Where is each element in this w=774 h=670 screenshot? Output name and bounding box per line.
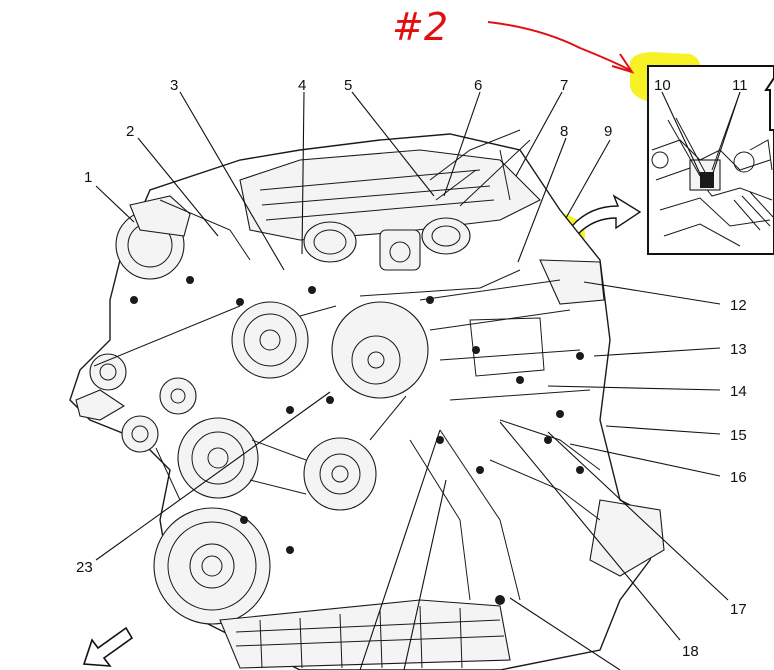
leader-lines xyxy=(95,91,741,670)
callout-label-4: 4 xyxy=(298,77,306,94)
callout-label-7: 7 xyxy=(560,77,568,94)
inset-detail xyxy=(647,65,774,255)
callout-label-10: 10 xyxy=(654,77,671,94)
annotation-group: #2 xyxy=(392,5,635,74)
callout-label-12: 12 xyxy=(730,297,747,314)
inset-pointer-arrow-icon xyxy=(571,194,642,236)
callout-label-23: 23 xyxy=(76,559,93,576)
callout-label-1: 1 xyxy=(84,169,92,186)
engine-body xyxy=(69,129,665,670)
callout-label-14: 14 xyxy=(730,383,747,400)
inset-arrow-icon xyxy=(764,77,774,131)
callout-label-5: 5 xyxy=(344,77,352,94)
callout-label-2: 2 xyxy=(126,123,134,140)
annotation-arrow xyxy=(487,21,631,71)
front-direction-arrow-icon xyxy=(82,626,134,667)
callout-label-9: 9 xyxy=(604,123,612,140)
callout-label-11: 11 xyxy=(732,77,748,94)
callout-labels: 1 2 3 4 5 6 7 8 9 10 11 12 13 14 15 16 1… xyxy=(76,77,748,660)
callout-label-8: 8 xyxy=(560,123,568,140)
annotation-text: #2 xyxy=(392,5,448,49)
callout-label-6: 6 xyxy=(474,77,482,94)
callout-label-15: 15 xyxy=(730,427,747,444)
callout-label-13: 13 xyxy=(730,341,747,358)
callout-label-17: 17 xyxy=(730,601,747,618)
annotation-arrowhead xyxy=(611,53,635,74)
callout-label-16: 16 xyxy=(730,469,747,486)
callout-label-18: 18 xyxy=(682,643,699,660)
callout-label-3: 3 xyxy=(170,77,178,94)
